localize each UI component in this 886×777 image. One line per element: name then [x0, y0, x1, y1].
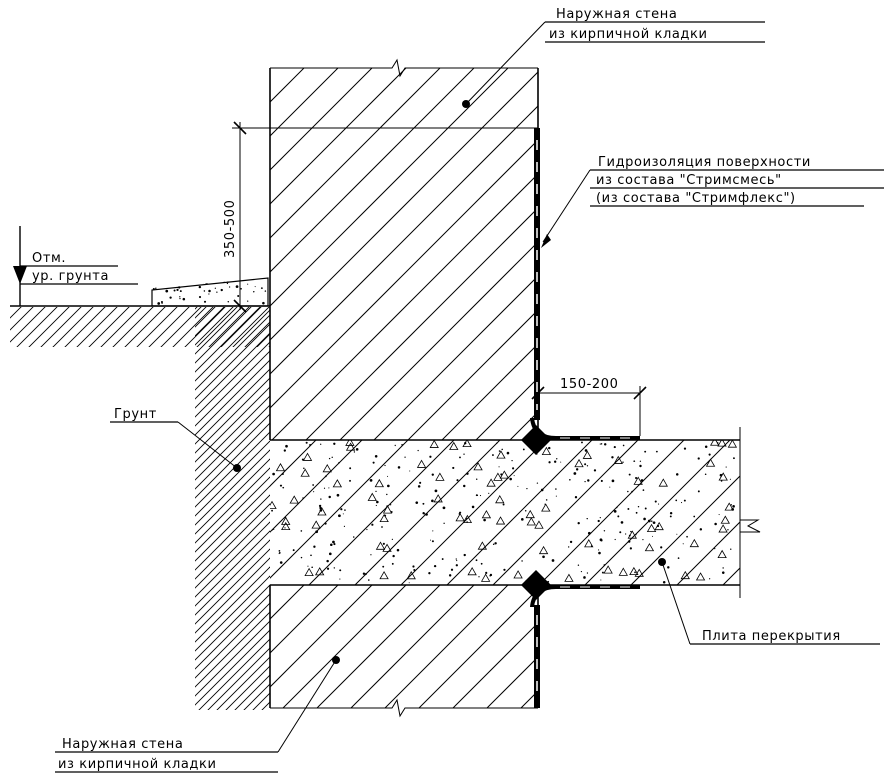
ground-mark-label-2: ур. грунта — [32, 269, 109, 284]
waterproofing-label-2: из состава "Стримсмесь" — [596, 173, 782, 188]
lower-brick-wall — [269, 585, 539, 718]
dimension-horizontal-text: 150-200 — [560, 377, 619, 392]
waterproofing-layer — [521, 128, 640, 708]
floor-slab — [270, 427, 761, 598]
callout-wall-top: Наружная стена из кирпичной кладки — [462, 7, 765, 108]
callout-soil: Грунт — [110, 407, 241, 472]
upper-brick-wall — [269, 58, 539, 440]
slab-label: Плита перекрытия — [702, 629, 841, 644]
soil-label: Грунт — [114, 407, 157, 422]
soil-backfill — [10, 305, 270, 710]
joint-seal-top — [521, 425, 551, 455]
callout-wall-bottom: Наружная стена из кирпичной кладки — [55, 656, 340, 773]
dimension-horizontal: 150-200 — [531, 377, 647, 436]
dimension-vertical-text: 350-500 — [223, 199, 238, 258]
blind-area — [151, 277, 269, 307]
dimension-vertical: 350-500 — [223, 121, 270, 313]
wall-top-label-1: Наружная стена — [556, 7, 677, 22]
waterproofing-label-3: (из состава "Стримфлекс") — [596, 191, 796, 206]
wall-bottom-label-1: Наружная стена — [62, 737, 183, 752]
callout-slab: Плита перекрытия — [658, 558, 880, 645]
callout-waterproofing: Гидроизоляция поверхности из состава "Ст… — [541, 155, 884, 248]
wall-bottom-label-2: из кирпичной кладки — [58, 757, 217, 772]
wall-top-label-2: из кирпичной кладки — [549, 27, 708, 42]
ground-level-mark: Отм. ур. грунта — [13, 226, 138, 306]
waterproofing-label-1: Гидроизоляция поверхности — [598, 155, 811, 170]
ground-mark-label-1: Отм. — [32, 251, 66, 266]
joint-seal-bottom — [521, 570, 551, 600]
